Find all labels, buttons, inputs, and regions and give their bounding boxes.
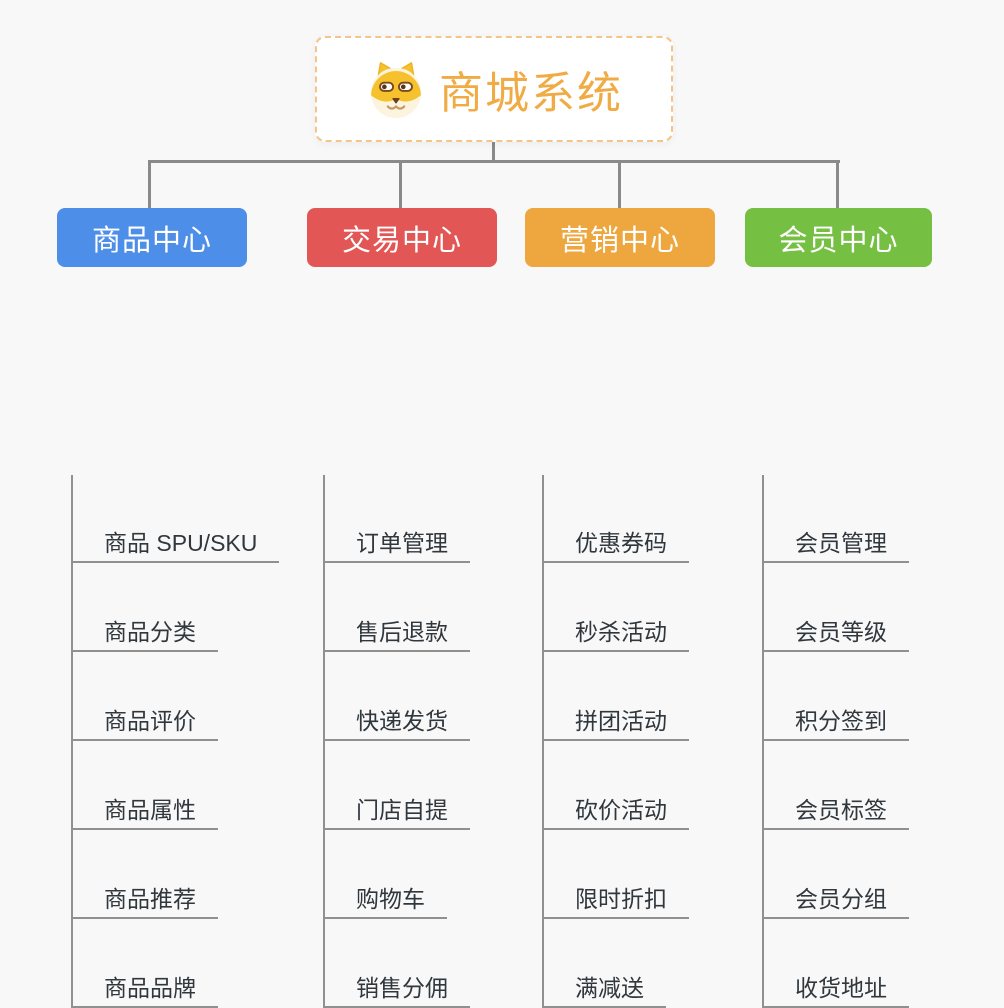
subtopic[interactable]: 订单管理 (324, 525, 470, 563)
connector-root-stub (492, 140, 495, 162)
subtopic[interactable]: 会员管理 (763, 525, 909, 563)
branch-header-trade-center[interactable]: 交易中心 (307, 208, 497, 267)
subtopic[interactable]: 优惠券码 (543, 525, 689, 563)
subtopic[interactable]: 商品分类 (72, 614, 218, 652)
branch-spine-line (762, 475, 764, 1008)
subtopic[interactable]: 快递发货 (324, 703, 470, 741)
subtopic[interactable]: 限时折扣 (543, 881, 689, 919)
subtopic[interactable]: 会员分组 (763, 881, 909, 919)
mindmap-canvas: 商城系统 商品中心 商品 SPU/SKU 商品分类 商品评价 商品属性 商品推荐… (57, 36, 932, 1008)
subtopic[interactable]: 积分签到 (763, 703, 909, 741)
subtopic[interactable]: 商品推荐 (72, 881, 218, 919)
root-topic-title: 商城系统 (439, 69, 623, 118)
branch-spine-line (71, 475, 73, 1008)
branch-header-product-center[interactable]: 商品中心 (57, 208, 247, 267)
subtopic[interactable]: 会员标签 (763, 792, 909, 830)
subtopic[interactable]: 拼团活动 (543, 703, 689, 741)
branch-spine-line (323, 475, 325, 1008)
connector-drop-4 (836, 160, 839, 208)
subtopic[interactable]: 售后退款 (324, 614, 470, 652)
branch-spine-line (542, 475, 544, 1008)
subtopic[interactable]: 购物车 (324, 881, 447, 919)
root-topic[interactable]: 商城系统 (315, 36, 673, 142)
subtopic[interactable]: 商品 SPU/SKU (72, 525, 280, 563)
subtopic[interactable]: 商品属性 (72, 792, 218, 830)
subtopic[interactable]: 销售分佣 (324, 970, 470, 1008)
subtopic[interactable]: 商品评价 (72, 703, 218, 741)
connector-drop-2 (399, 160, 402, 208)
doge-icon (370, 62, 422, 119)
connector-drop-3 (618, 160, 621, 208)
subtopic[interactable]: 满减送 (543, 970, 666, 1008)
connector-rail (148, 160, 840, 163)
subtopic[interactable]: 会员等级 (763, 614, 909, 652)
branch-header-member-center[interactable]: 会员中心 (745, 208, 932, 267)
subtopic[interactable]: 收货地址 (763, 970, 909, 1008)
subtopic[interactable]: 商品品牌 (72, 970, 218, 1008)
subtopic[interactable]: 秒杀活动 (543, 614, 689, 652)
connector-drop-1 (148, 160, 151, 208)
subtopic[interactable]: 门店自提 (324, 792, 470, 830)
subtopic[interactable]: 砍价活动 (543, 792, 689, 830)
branch-header-marketing-center[interactable]: 营销中心 (525, 208, 715, 267)
